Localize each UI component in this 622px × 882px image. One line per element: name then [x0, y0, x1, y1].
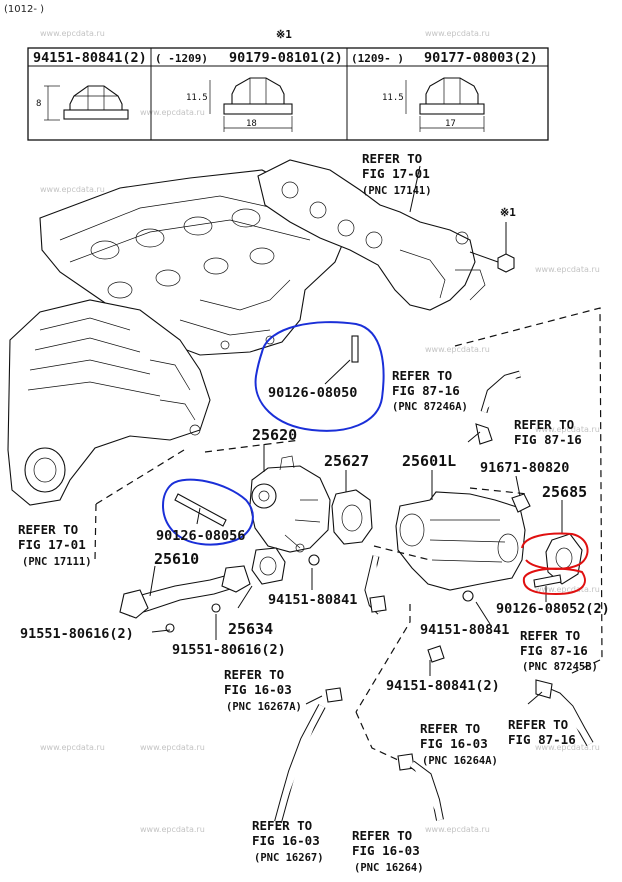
svg-text:FIG 87-16: FIG 87-16 [392, 383, 460, 398]
svg-text:11.5: 11.5 [382, 93, 404, 103]
gasket-25634-illustration [251, 547, 286, 585]
part-94151-80841-b: 94151-80841 [420, 622, 509, 638]
ref-fig17-01-top-pnc: (PNC 17141) [362, 185, 432, 197]
svg-text:www.epcdata.ru: www.epcdata.ru [140, 825, 205, 834]
svg-text:(PNC 16264A): (PNC 16264A) [422, 755, 498, 767]
ref-marker-note: ※1 [500, 206, 516, 219]
table-col2-partno: 90179-08101(2) [229, 50, 343, 66]
svg-text:REFER TO: REFER TO [420, 721, 480, 736]
table-col2-range: ( -1209) [155, 52, 208, 65]
routing-dashed-lines [94, 307, 603, 761]
gasket-25685-illustration [545, 533, 583, 585]
svg-text:www.epcdata.ru: www.epcdata.ru [535, 743, 600, 752]
red-circle-stud [522, 567, 586, 596]
hose-lines [274, 370, 594, 824]
svg-text:REFER TO: REFER TO [514, 417, 574, 432]
svg-text:REFER TO: REFER TO [352, 828, 412, 843]
svg-text:REFER TO: REFER TO [392, 368, 452, 383]
egr-pipe-illustration [119, 565, 251, 633]
part-94151-80841-c: 94151-80841(2) [386, 678, 500, 694]
egr-cooler-illustration [395, 491, 526, 602]
svg-text:FIG 87-16: FIG 87-16 [520, 643, 588, 658]
fastener-table: ※1 94151-80841(2) ( -1209) 90179-08101(2… [27, 28, 549, 141]
stud-bolts [174, 335, 562, 588]
svg-text:8: 8 [36, 99, 41, 109]
svg-text:18: 18 [246, 119, 257, 129]
svg-text:(PNC 16264): (PNC 16264) [354, 862, 424, 874]
table-note-marker: ※1 [276, 28, 292, 41]
part-91551-80616-a: 91551-80616(2) [20, 626, 134, 642]
svg-text:www.epcdata.ru: www.epcdata.ru [425, 345, 490, 354]
part-90126-08052: 90126-08052(2) [496, 601, 610, 617]
intake-manifold-illustration [7, 299, 211, 506]
svg-text:www.epcdata.ru: www.epcdata.ru [40, 185, 105, 194]
table-col1-partno: 94151-80841(2) [33, 50, 147, 66]
leader-lines [149, 165, 563, 705]
svg-text:REFER TO: REFER TO [224, 667, 284, 682]
svg-text:FIG 16-03: FIG 16-03 [252, 833, 320, 848]
svg-text:www.epcdata.ru: www.epcdata.ru [140, 743, 205, 752]
flange-nut-icon: 8 [36, 85, 129, 121]
svg-text:11.5: 11.5 [186, 93, 208, 103]
part-number-labels: 90126-08050 25620 25627 25601L 91671-808… [20, 385, 610, 694]
blue-circle-90126-08056 [162, 478, 254, 546]
ref-fig17-01-top-l2: FIG 17-01 [362, 166, 430, 181]
ref-fig17-01-top-l1: REFER TO [362, 151, 422, 166]
svg-text:www.epcdata.ru: www.epcdata.ru [140, 108, 205, 117]
watermarks: www.epcdata.ru www.epcdata.ru www.epcdat… [40, 29, 600, 834]
svg-text:www.epcdata.ru: www.epcdata.ru [535, 265, 600, 274]
svg-text:www.epcdata.ru: www.epcdata.ru [425, 29, 490, 38]
svg-text:FIG 87-16: FIG 87-16 [508, 732, 576, 747]
part-91551-80616-b: 91551-80616(2) [172, 642, 286, 658]
highlight-annotations [162, 321, 589, 596]
part-25634: 25634 [228, 620, 273, 638]
part-90126-08056: 90126-08056 [156, 528, 245, 544]
part-25627: 25627 [324, 452, 369, 470]
part-94151-80841-a: 94151-80841 [268, 592, 357, 608]
part-25620: 25620 [252, 426, 297, 444]
svg-text:FIG 16-03: FIG 16-03 [352, 843, 420, 858]
svg-text:www.epcdata.ru: www.epcdata.ru [40, 743, 105, 752]
svg-text:(PNC 17111): (PNC 17111) [22, 556, 92, 568]
svg-text:www.epcdata.ru: www.epcdata.ru [425, 825, 490, 834]
svg-text:(PNC 87245B): (PNC 87245B) [522, 661, 598, 673]
blue-circle-90126-08050 [254, 321, 385, 432]
svg-text:17: 17 [445, 119, 456, 129]
part-91671-80820: 91671-80820 [480, 460, 569, 476]
reference-labels: REFER TO FIG 17-01 (PNC 17141) ※1 REFER … [18, 151, 598, 874]
svg-text:FIG 17-01: FIG 17-01 [18, 537, 86, 552]
flange-nut-alt-icon: 11.5 17 [382, 77, 485, 132]
svg-text:(PNC 16267A): (PNC 16267A) [226, 701, 302, 713]
svg-text:REFER TO: REFER TO [252, 818, 312, 833]
gasket-25627-illustration [331, 489, 373, 545]
part-90126-08050: 90126-08050 [268, 385, 357, 401]
part-25601L: 25601L [402, 452, 456, 470]
version-label: (1012- ) [4, 4, 44, 15]
svg-text:www.epcdata.ru: www.epcdata.ru [535, 425, 600, 434]
svg-text:FIG 87-16: FIG 87-16 [514, 432, 582, 447]
flange-nut-large-icon: 11.5 18 [186, 77, 293, 132]
svg-text:(PNC 87246A): (PNC 87246A) [392, 401, 468, 413]
table-col3-partno: 90177-08003(2) [424, 50, 538, 66]
svg-text:REFER TO: REFER TO [18, 522, 78, 537]
exhaust-manifold-illustration [257, 159, 515, 311]
part-25685: 25685 [542, 483, 587, 501]
svg-text:www.epcdata.ru: www.epcdata.ru [535, 585, 600, 594]
egr-valve-illustration [249, 455, 331, 566]
svg-text:www.epcdata.ru: www.epcdata.ru [40, 29, 105, 38]
svg-text:FIG 16-03: FIG 16-03 [420, 736, 488, 751]
svg-text:FIG 16-03: FIG 16-03 [224, 682, 292, 697]
svg-text:REFER TO: REFER TO [520, 628, 580, 643]
svg-text:(PNC 16267): (PNC 16267) [254, 852, 324, 864]
svg-text:REFER TO: REFER TO [508, 717, 568, 732]
table-col3-range: (1209- ) [351, 52, 404, 65]
part-25610: 25610 [154, 550, 199, 568]
